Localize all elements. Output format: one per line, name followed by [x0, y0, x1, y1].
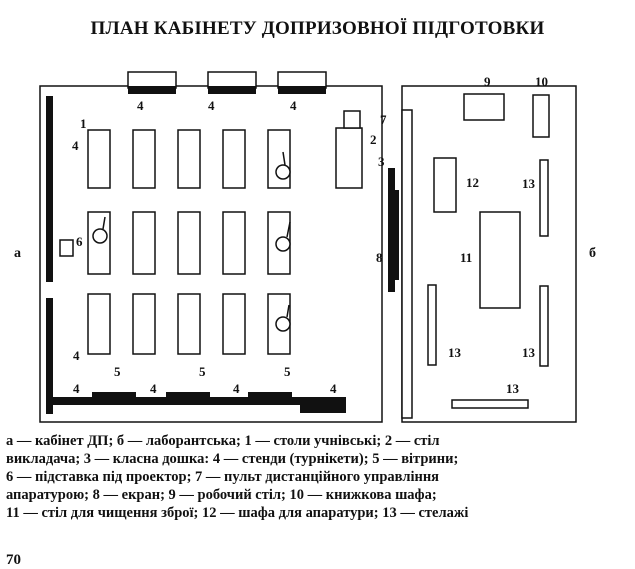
vitrine-2 [166, 392, 210, 398]
label-4-bottom-2: 4 [150, 381, 157, 396]
apparatus-cabinet [433, 157, 457, 213]
vitrine-3 [248, 392, 292, 398]
chair-icon [275, 164, 291, 180]
legend-line: 11 — стіл для чищення зброї; 12 — шафа д… [6, 505, 469, 521]
student-desk [267, 129, 291, 189]
label-8: 8 [376, 250, 383, 265]
label-5-1: 5 [114, 364, 121, 379]
legend: а — кабінет ДП; б — лаборантська; 1 — ст… [6, 432, 616, 522]
chair-icon [102, 216, 106, 230]
chair-icon [275, 316, 291, 332]
legend-line: 6 — підставка під проектор; 7 — пульт ди… [6, 469, 440, 485]
student-desk [222, 129, 246, 189]
vitrine-1 [92, 392, 136, 398]
bottom-stand-strip [46, 397, 346, 405]
label-9: 9 [484, 74, 491, 89]
label-6: 6 [76, 234, 83, 249]
chair-icon [282, 151, 286, 166]
student-desk [177, 211, 201, 275]
work-table [463, 93, 505, 121]
student-desk [177, 129, 201, 189]
label-4-bottom-4: 4 [330, 381, 337, 396]
legend-line: викладача; 3 — класна дошка: 4 — стенди … [6, 451, 459, 467]
label-5-2: 5 [199, 364, 206, 379]
label-12: 12 [466, 175, 479, 190]
student-desk [222, 293, 246, 355]
top-stand-3 [277, 71, 327, 94]
shelving-unit [539, 159, 549, 237]
student-desk [132, 293, 156, 355]
label-4-top-3: 4 [290, 98, 297, 113]
chair-icon [286, 304, 290, 318]
floor-plan: а б 1 2 3 4 4 4 4 4 4 4 4 4 5 5 5 6 7 8 … [14, 71, 596, 423]
student-desk [87, 293, 111, 355]
label-13-left: 13 [448, 345, 462, 360]
page-number: 70 [6, 552, 21, 568]
label-4-left: 4 [73, 348, 80, 363]
blackboard [388, 168, 395, 292]
left-stand-upper [46, 96, 53, 282]
label-11: 11 [460, 250, 472, 265]
control-console [343, 110, 361, 129]
top-stand-1 [127, 71, 177, 94]
screen [395, 190, 399, 280]
partition-wall [401, 109, 413, 419]
shelving-unit [539, 285, 549, 367]
label-10: 10 [535, 74, 548, 89]
student-desk [222, 211, 246, 275]
room-a-label: а [14, 246, 21, 261]
chair-icon [92, 228, 108, 244]
bookcase [532, 94, 550, 138]
teacher-desk [335, 127, 363, 189]
label-2: 2 [370, 132, 377, 147]
student-desk [87, 129, 111, 189]
label-3: 3 [378, 154, 385, 169]
chair-icon [286, 221, 291, 238]
label-13-bottom: 13 [506, 381, 520, 396]
room-b-label: б [589, 246, 596, 261]
label-13-right-bottom: 13 [522, 345, 536, 360]
legend-line: апаратурою; 8 — екран; 9 — робочий стіл;… [6, 487, 437, 503]
label-4-bottom-3: 4 [233, 381, 240, 396]
label-7: 7 [380, 112, 387, 127]
student-desk [132, 129, 156, 189]
student-desk [132, 211, 156, 275]
shelving-unit [451, 399, 529, 409]
label-13-right-top: 13 [522, 176, 536, 191]
left-stand-lower [46, 298, 53, 414]
bottom-right-stand [300, 397, 346, 413]
label-4-top-2: 4 [208, 98, 215, 113]
projector-stand [59, 239, 74, 257]
legend-line: а — кабінет ДП; б — лаборантська; 1 — ст… [6, 433, 440, 449]
label-1: 1 [80, 116, 87, 131]
label-5-3: 5 [284, 364, 291, 379]
label-4-bottom-1: 4 [73, 381, 80, 396]
student-desk [177, 293, 201, 355]
label-4-desks: 4 [72, 138, 79, 153]
weapon-cleaning-table [479, 211, 521, 309]
top-stand-2 [207, 71, 257, 94]
label-4-top-1: 4 [137, 98, 144, 113]
chair-icon [275, 236, 291, 252]
shelving-unit [427, 284, 437, 366]
plan-title: ПЛАН КАБІНЕТУ ДОПРИЗОВНОЇ ПІДГОТОВКИ [90, 18, 545, 39]
